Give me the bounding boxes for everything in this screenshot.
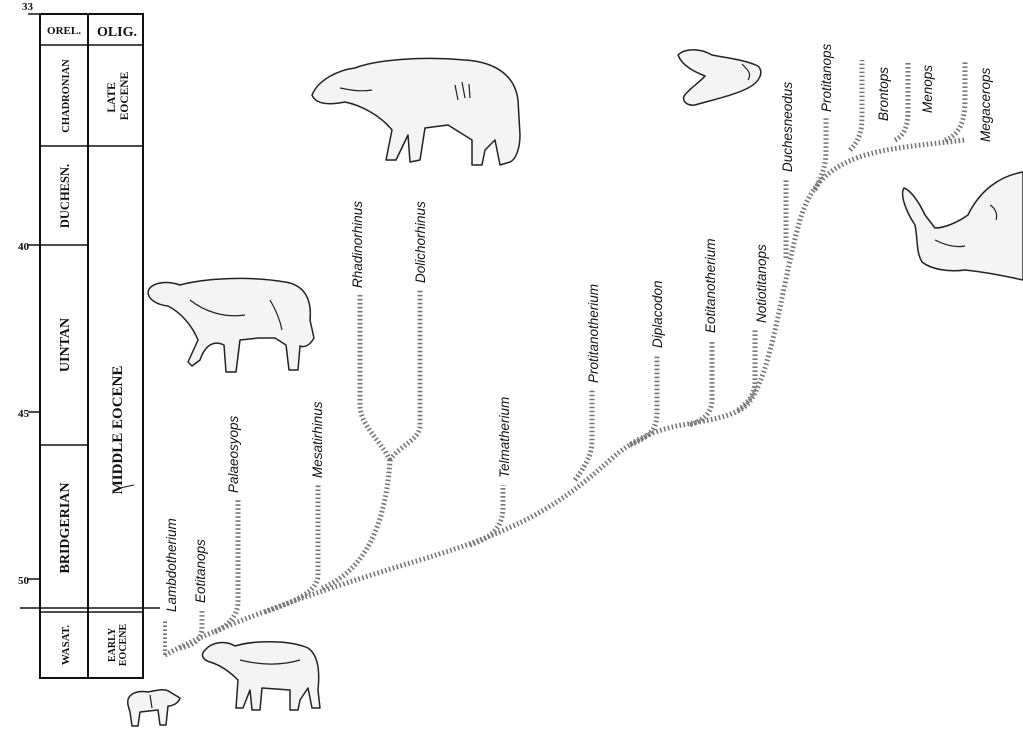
taxon-mesatirhinus: Mesatirhinus xyxy=(310,401,325,478)
eotitanops-sketch xyxy=(203,642,320,710)
taxon-duchesneodus: Duchesneodus xyxy=(780,82,795,172)
age-labels: 33 40 45 50 xyxy=(18,1,34,587)
taxon-eotitanops: Eotitanops xyxy=(193,539,208,603)
taxon-notiotitanops: Notiotitanops xyxy=(754,244,769,323)
taxon-menops: Menops xyxy=(920,65,935,113)
epoch-early-eocene: EARLYEOCENE xyxy=(107,624,129,667)
branch-dolichorhine-stem xyxy=(322,460,390,588)
megacerops-head-sketch xyxy=(903,172,1023,280)
small-brontothere-sketch xyxy=(128,690,180,726)
branch-megacerops xyxy=(945,60,965,140)
epoch-early-eocene-line: EOCENE xyxy=(118,624,129,667)
skull-sketch xyxy=(678,50,761,105)
lma-uintan: UINTAN xyxy=(58,318,73,372)
lma-orellan: OREL. xyxy=(47,25,81,37)
branch-palaeosyops xyxy=(215,500,238,632)
branch-dolichorhinus xyxy=(390,290,420,460)
taxon-lambdotherium: Lambdotherium xyxy=(164,518,179,612)
epoch-late-eocene: LATE EOCENE xyxy=(106,71,131,120)
age-50: 50 xyxy=(18,575,30,587)
taxon-brontops: Brontops xyxy=(876,67,891,121)
branch-menops xyxy=(895,62,908,140)
taxon-palaeosyops: Palaeosyops xyxy=(226,415,241,493)
epoch-labels: OLIG. LATE EOCENE MIDDLE EOCENE EARLYEOC… xyxy=(97,25,137,666)
palaeosyops-sketch xyxy=(148,278,314,372)
lma-bridgerian: BRIDGERIAN xyxy=(58,482,73,573)
taxon-eotitanotherium: Eotitanotherium xyxy=(703,238,718,333)
branch-protitanotherium xyxy=(575,390,592,480)
taxon-protitanops: Protitanops xyxy=(819,43,834,112)
taxon-telmatherium: Telmatherium xyxy=(497,397,512,478)
land-mammal-age-labels: OREL. CHADRONIAN DUCHESN. UINTAN BRIDGER… xyxy=(47,25,81,665)
lma-duchesnean: DUCHESN. xyxy=(58,164,72,228)
branch-brontops xyxy=(850,60,862,150)
timescale xyxy=(20,14,160,678)
age-45: 45 xyxy=(18,408,30,420)
age-33: 33 xyxy=(22,1,34,13)
branch-eotitanops xyxy=(180,610,202,648)
branch-telmatherium xyxy=(470,485,503,545)
branch-mesatirhinus xyxy=(265,485,318,612)
epoch-middle-eocene: MIDDLE EOCENE xyxy=(110,366,126,495)
dolichorhinus-sketch xyxy=(312,58,520,165)
epoch-early-eocene-line: EARLY xyxy=(107,627,118,662)
backbone-branch xyxy=(165,140,965,655)
taxon-rhadinorhinus: Rhadinorhinus xyxy=(350,201,365,288)
lma-wasatchian: WASAT. xyxy=(60,625,72,665)
taxon-dolichorhinus: Dolichorhinus xyxy=(413,201,428,283)
epoch-oligocene: OLIG. xyxy=(97,25,137,40)
taxon-protitanotherium: Protitanotherium xyxy=(586,284,601,383)
taxon-megacerops: Megacerops xyxy=(978,67,993,142)
branch-eotitanotherium xyxy=(690,340,712,425)
epoch-late-eocene-line2: EOCENE xyxy=(119,71,131,120)
lma-chadronian: CHADRONIAN xyxy=(61,59,72,133)
age-40: 40 xyxy=(18,241,30,253)
taxon-diplacodon: Diplacodon xyxy=(650,280,665,348)
phylogeny-branches xyxy=(165,60,965,655)
branch-rhadinorhinus xyxy=(360,295,390,460)
epoch-late-eocene-line: LATE xyxy=(106,82,118,113)
